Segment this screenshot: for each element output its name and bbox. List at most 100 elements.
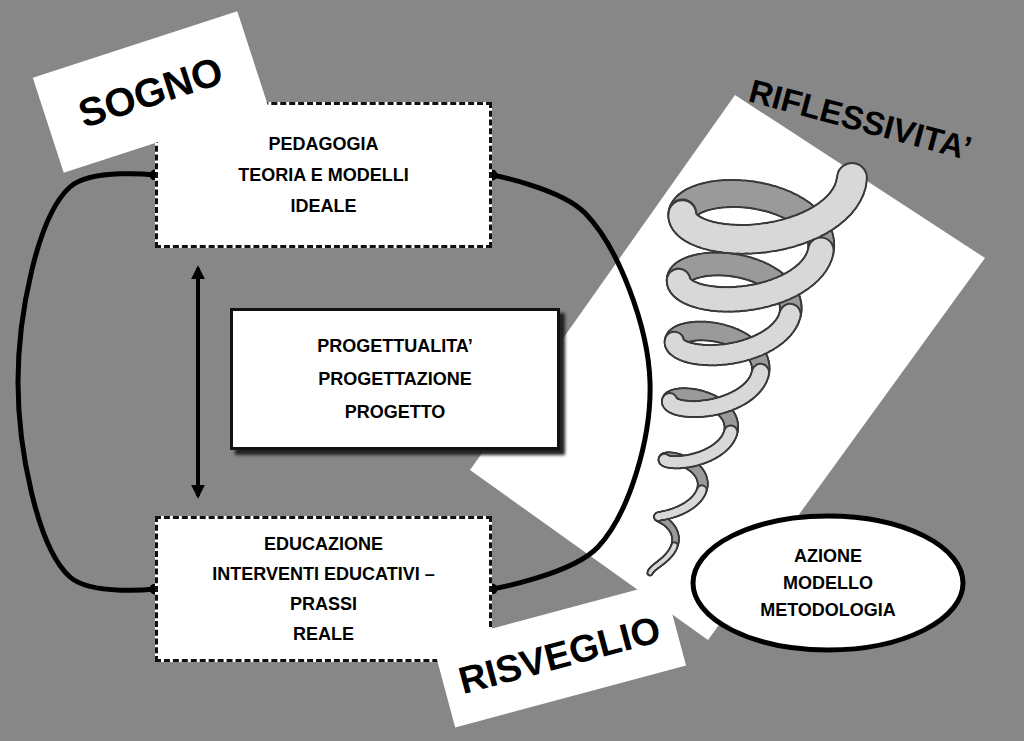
coil-mesh <box>650 569 654 573</box>
coil-mesh <box>660 454 670 464</box>
coil-stroke <box>648 567 656 575</box>
coil-mesh <box>649 569 652 573</box>
coil-mesh <box>661 454 671 463</box>
coil-stroke <box>658 452 672 466</box>
coil-mesh <box>655 514 661 520</box>
coil-mesh <box>655 514 661 520</box>
method-ellipse: AZIONEMODELLOMETODOLOGIA <box>690 513 966 653</box>
coil-stroke <box>652 562 660 570</box>
coil-mesh <box>656 515 662 521</box>
coil-mesh <box>657 513 664 519</box>
coil-stroke <box>661 393 679 411</box>
coil-mesh <box>656 562 660 566</box>
coil-mesh <box>663 395 677 409</box>
coil-mesh <box>668 280 690 282</box>
coil-mesh <box>652 566 656 570</box>
coil-stroke <box>658 454 672 468</box>
node-text: PEDAGOGIA <box>268 129 378 160</box>
coil-stroke <box>649 565 657 573</box>
coil-mesh <box>655 514 661 520</box>
coil-mesh <box>658 516 664 522</box>
coil-stroke <box>653 512 663 522</box>
coil-mesh <box>666 341 683 343</box>
tag-word: SOGNO <box>73 48 228 136</box>
coil-mesh <box>660 455 669 465</box>
coil-mesh <box>660 456 670 466</box>
coil-mesh <box>655 513 661 519</box>
node-text: MODELLO <box>783 570 873 597</box>
coil-stroke <box>648 566 656 574</box>
design-box: PROGETTUALITA’PROGETTAZIONEPROGETTO <box>230 308 560 450</box>
coil-mesh <box>656 514 662 520</box>
coil-mesh <box>661 456 671 466</box>
coil-mesh <box>655 514 661 520</box>
coil-stroke <box>658 453 672 467</box>
coil-mesh <box>652 566 656 570</box>
coil-stroke <box>650 564 658 572</box>
coil-stroke <box>647 568 654 576</box>
coil-mesh <box>657 515 663 521</box>
node-text: TEORIA E MODELLI <box>238 160 408 191</box>
coil-mesh <box>649 571 652 575</box>
coil-stroke <box>654 511 665 521</box>
node-text: AZIONE <box>794 543 862 570</box>
node-text: PROGETTUALITA’ <box>317 330 473 363</box>
coil-stroke <box>653 512 663 522</box>
coil-stroke <box>650 564 658 572</box>
double-arrow <box>196 268 200 496</box>
coil-mesh <box>664 392 678 406</box>
coil-stroke <box>651 563 659 571</box>
coil-stroke <box>666 280 692 282</box>
coil-mesh <box>656 513 663 519</box>
coil-stroke <box>664 341 685 343</box>
coil-stroke <box>658 453 672 467</box>
coil-mesh <box>653 565 657 569</box>
coil-mesh <box>663 396 677 410</box>
coil-stroke <box>654 560 662 568</box>
coil-stroke <box>659 454 673 468</box>
coil-stroke <box>667 213 697 216</box>
coil-mesh <box>663 394 676 408</box>
coil-stroke <box>656 514 666 524</box>
ellipse-shape <box>693 516 963 650</box>
node-text: REALE <box>293 619 354 649</box>
coil-mesh <box>660 454 670 464</box>
node-text: IDEALE <box>290 191 356 222</box>
coil-mesh <box>660 455 670 465</box>
coil-stroke <box>661 394 679 412</box>
coil-stroke <box>671 395 672 413</box>
coil-stroke <box>661 392 678 410</box>
node-text: INTERVENTI EDUCATIVI – PRASSI <box>189 559 459 619</box>
coil-stroke <box>653 562 661 570</box>
coil-stroke <box>655 511 666 521</box>
coil-mesh <box>649 570 652 574</box>
cycle-arc <box>18 174 155 591</box>
coil-stroke <box>647 569 654 577</box>
coil-stroke <box>647 568 654 576</box>
coil-mesh <box>656 515 662 521</box>
coil-mesh <box>660 455 670 465</box>
node-text: PROGETTO <box>345 396 446 429</box>
coil-stroke <box>653 511 663 521</box>
coil-stroke <box>647 567 654 575</box>
coil-stroke <box>654 512 664 522</box>
coil-stroke <box>656 511 667 521</box>
coil-stroke <box>654 511 665 521</box>
coil-mesh <box>671 397 672 411</box>
node-text: METODOLOGIA <box>760 597 896 624</box>
coil-stroke <box>653 512 663 522</box>
coil-stroke <box>659 452 673 465</box>
coil-mesh <box>658 513 665 519</box>
coil-stroke <box>649 565 657 573</box>
coil-mesh <box>656 563 660 567</box>
coil-mesh <box>662 454 672 463</box>
coil-mesh <box>656 513 663 519</box>
practice-box: EDUCAZIONEINTERVENTI EDUCATIVI – PRASSIR… <box>155 516 492 662</box>
coil-mesh <box>669 213 695 216</box>
coil-stroke <box>653 512 663 522</box>
node-text: EDUCAZIONE <box>264 529 383 559</box>
coil-mesh <box>663 393 677 407</box>
node-text: PROGETTAZIONE <box>318 363 472 396</box>
coil-stroke <box>654 561 662 569</box>
